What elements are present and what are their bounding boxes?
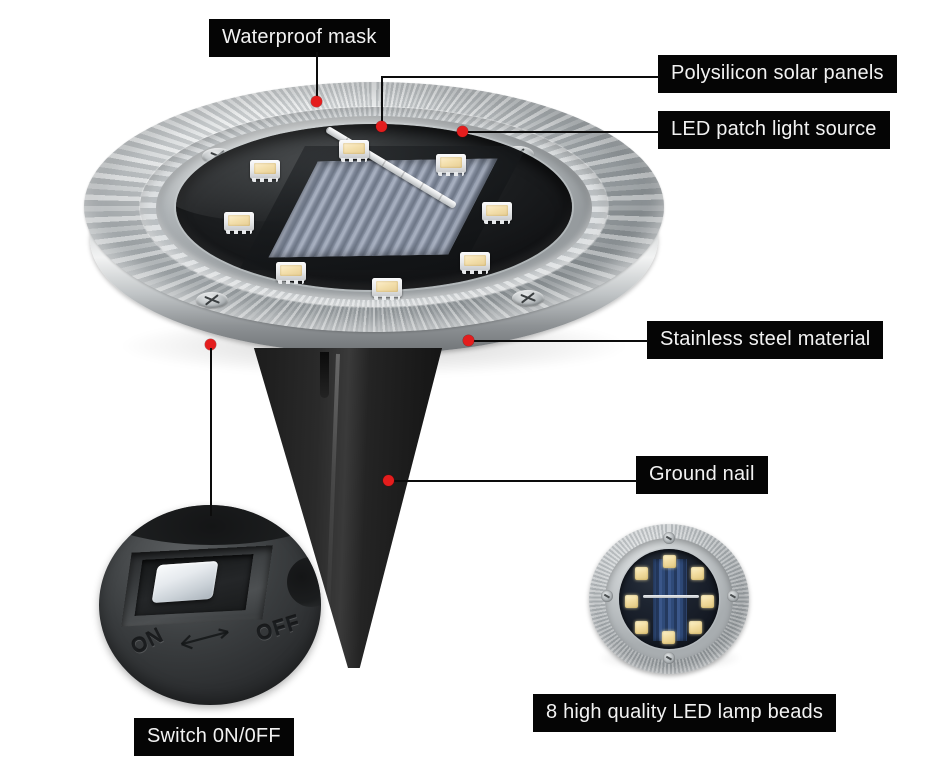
- topdown-led-bead: [625, 595, 638, 608]
- callout-line-led-patch: [462, 131, 659, 133]
- callout-line-ground-nail: [390, 480, 637, 482]
- topdown-lens-area: [619, 549, 719, 649]
- topdown-closeup-image: [589, 524, 749, 679]
- callout-dot-waterproof-mask: [311, 96, 322, 107]
- callout-dot-switch: [205, 339, 216, 350]
- topdown-led-bead: [635, 621, 648, 634]
- led-bead: [460, 252, 490, 274]
- callout-label-stainless-steel: Stainless steel material: [647, 321, 884, 359]
- topdown-led-bead: [663, 555, 676, 568]
- led-bead: [276, 262, 306, 284]
- callout-label-led-beads: 8 high quality LED lamp beads: [533, 694, 837, 732]
- waterproof-mask-lens: [176, 124, 572, 290]
- topdown-busbar: [643, 595, 699, 598]
- callout-label-waterproof-mask: Waterproof mask: [209, 19, 390, 57]
- topdown-led-bead: [662, 631, 675, 644]
- switch-direction-arrow-icon: [180, 628, 229, 650]
- callout-line-switch: [210, 348, 212, 516]
- switch-side-notch: [287, 557, 321, 607]
- screw-bottom-right: [512, 290, 544, 306]
- topdown-led-bead: [689, 621, 702, 634]
- callout-line-stainless-steel: [470, 340, 648, 342]
- callout-label-ground-nail: Ground nail: [636, 456, 768, 494]
- switch-closeup-circle: ON OFF: [99, 505, 321, 705]
- topdown-solar-panel: [653, 559, 687, 641]
- callout-dot-led-patch: [457, 126, 468, 137]
- callout-dot-stainless-steel: [463, 335, 474, 346]
- ground-nail-slot: [320, 352, 329, 398]
- topdown-screw: [601, 590, 613, 602]
- callout-label-led-patch: LED patch light source: [658, 111, 890, 149]
- callout-line-polysilicon-h: [381, 76, 659, 78]
- screw-bottom-left: [196, 292, 228, 308]
- topdown-screw: [663, 532, 675, 544]
- topdown-screw: [727, 590, 739, 602]
- product-main-image: [84, 66, 664, 668]
- switch-closeup-image: ON OFF: [99, 505, 321, 705]
- led-bead: [436, 154, 466, 176]
- callout-label-polysilicon-panels: Polysilicon solar panels: [658, 55, 897, 93]
- topdown-screw: [663, 652, 675, 664]
- led-bead: [224, 212, 254, 234]
- callout-label-switch: Switch 0N/0FF: [134, 718, 294, 756]
- led-bead: [482, 202, 512, 224]
- led-bead: [339, 140, 369, 162]
- callout-line-waterproof-mask: [316, 52, 318, 101]
- switch-on-marking: ON: [127, 623, 168, 660]
- topdown-led-bead: [701, 595, 714, 608]
- topdown-led-bead: [635, 567, 648, 580]
- callout-dot-polysilicon-panels: [376, 121, 387, 132]
- callout-line-polysilicon-v: [381, 76, 383, 126]
- led-bead: [372, 278, 402, 300]
- callout-dot-ground-nail: [383, 475, 394, 486]
- topdown-led-bead: [691, 567, 704, 580]
- led-bead: [250, 160, 280, 182]
- switch-rocker-toggle[interactable]: [151, 560, 219, 604]
